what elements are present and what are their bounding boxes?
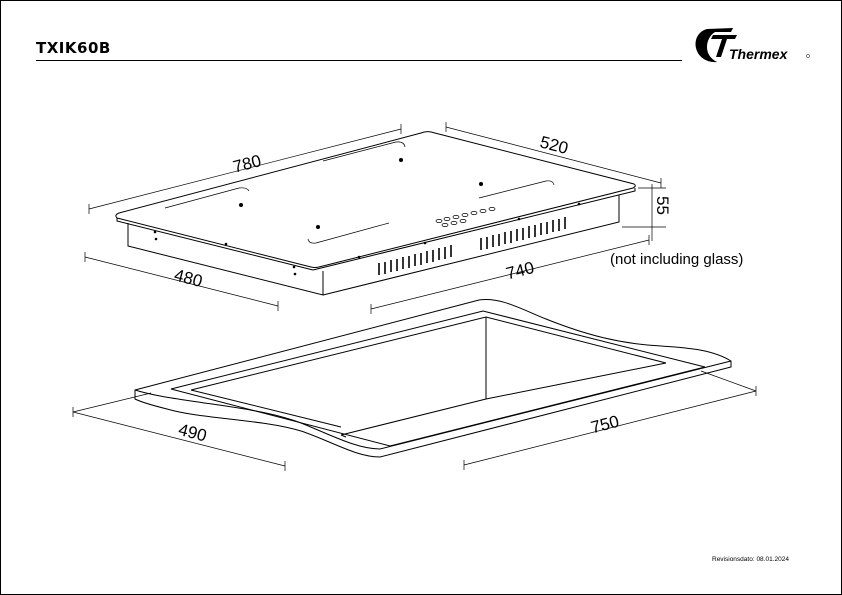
dim-line-740 bbox=[370, 235, 650, 314]
cutout-floor bbox=[190, 389, 347, 438]
dim-line-780 bbox=[88, 124, 402, 214]
title-rule bbox=[36, 60, 682, 61]
dim-label-55: 55 bbox=[653, 196, 672, 215]
glass-edge-left bbox=[116, 218, 314, 271]
dim-line-480 bbox=[84, 252, 279, 311]
cutout-inner-back-wall bbox=[340, 317, 667, 436]
zone-marker bbox=[239, 203, 243, 207]
dim-label-520: 520 bbox=[538, 132, 570, 157]
side-screws bbox=[153, 202, 581, 276]
cooking-zone-back bbox=[322, 141, 406, 162]
thermex-logo: Thermex bbox=[695, 28, 810, 63]
cooking-zone-right bbox=[478, 180, 555, 199]
cutout-opening bbox=[170, 310, 706, 447]
zone-marker bbox=[316, 225, 320, 229]
countertop-outline bbox=[134, 299, 732, 458]
vent-slots bbox=[378, 217, 566, 275]
revision-date: Revisionsdato: 08.01.2024 bbox=[712, 556, 789, 563]
dim-line-490 bbox=[72, 392, 286, 471]
dim-label-480: 480 bbox=[172, 265, 204, 290]
cooking-zone-front-right bbox=[307, 222, 390, 244]
dim-line-55 bbox=[622, 184, 666, 241]
dim-note-glass: (not including glass) bbox=[610, 251, 743, 268]
body-right-face bbox=[322, 195, 620, 296]
dim-label-780: 780 bbox=[231, 151, 263, 176]
body-left-face bbox=[127, 223, 324, 296]
dim-line-750 bbox=[463, 370, 757, 470]
dim-label-750: 750 bbox=[589, 412, 621, 437]
zone-marker bbox=[479, 182, 483, 186]
touch-controls bbox=[435, 207, 496, 227]
glass-top-face bbox=[115, 131, 636, 268]
countertop-front-edge bbox=[134, 360, 732, 450]
dim-line-520 bbox=[445, 122, 662, 188]
dim-label-740: 740 bbox=[504, 258, 536, 283]
glass-edge-right bbox=[312, 188, 636, 271]
cooking-zone-front-left bbox=[164, 187, 250, 209]
model-title: TXIK60B bbox=[36, 39, 111, 57]
dim-label-490: 490 bbox=[176, 420, 208, 445]
brand-text: Thermex bbox=[729, 46, 789, 62]
zone-marker bbox=[399, 158, 403, 162]
cutout-inner-top bbox=[190, 316, 667, 391]
